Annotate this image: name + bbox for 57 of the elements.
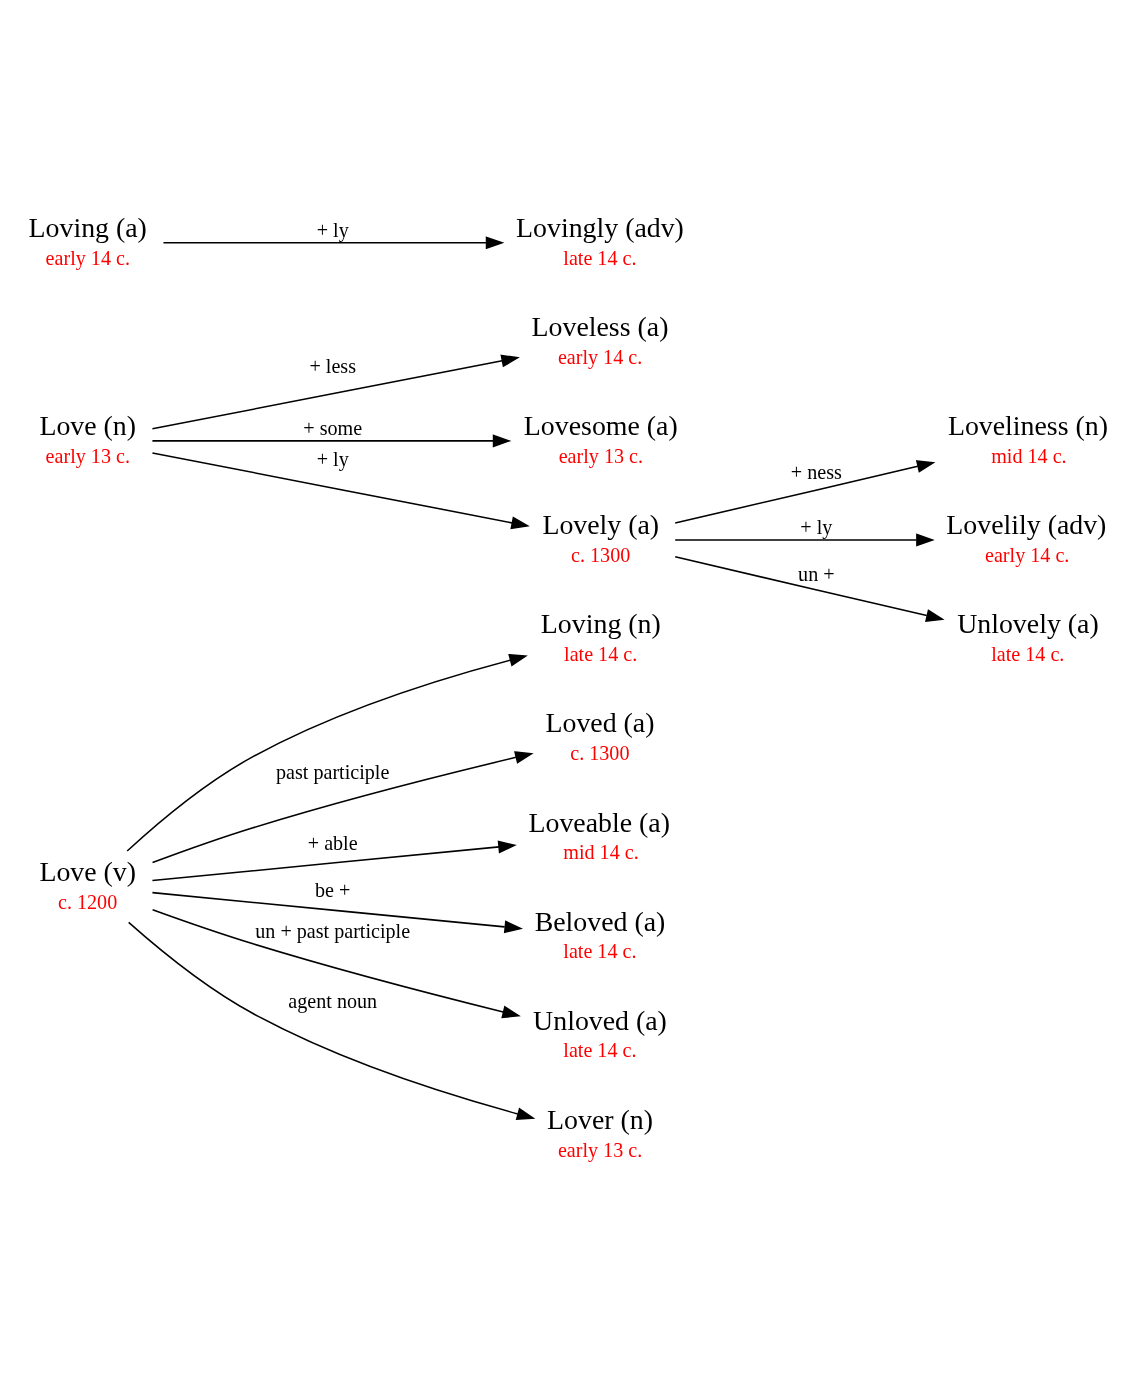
node-text: Loveliness (n) bbox=[947, 409, 1108, 441]
node-text: Lovely (a) bbox=[542, 508, 660, 540]
edge-label: + ly bbox=[316, 447, 349, 470]
node-text: Loved (a) bbox=[545, 706, 655, 738]
arrow bbox=[151, 908, 521, 1018]
node-label: late 14 c. bbox=[563, 939, 637, 962]
arrow bbox=[126, 653, 528, 852]
edge-label: + less bbox=[309, 354, 356, 377]
node-label: late 14 c. bbox=[563, 246, 637, 269]
arrow bbox=[674, 532, 935, 546]
node-label: early 14 c. bbox=[985, 543, 1070, 566]
edge-label: un + bbox=[798, 562, 835, 585]
edge-label: + able bbox=[307, 831, 358, 854]
node-text: Lovesome (a) bbox=[523, 409, 678, 441]
node-label: c. 1300 bbox=[570, 741, 630, 764]
node-label: early 13 c. bbox=[558, 444, 643, 467]
arrow bbox=[674, 459, 936, 524]
node-text: Beloved (a) bbox=[534, 905, 666, 937]
node-label: early 14 c. bbox=[557, 345, 643, 368]
arrow bbox=[674, 555, 945, 622]
node-label: late 14 c. bbox=[564, 642, 638, 665]
edge-label: + ness bbox=[790, 460, 842, 483]
node-label: early 13 c. bbox=[45, 444, 130, 467]
edge-label: be + bbox=[315, 878, 351, 900]
edge-label: + some bbox=[303, 416, 363, 439]
node-text: Loving (n) bbox=[540, 607, 661, 639]
node-text: Loveless (a) bbox=[531, 310, 669, 342]
edge-label: + ly bbox=[800, 515, 833, 538]
node-label: c. 1300 bbox=[571, 543, 631, 566]
node-text: Lovelily (adv) bbox=[946, 508, 1107, 540]
node-label: early 14 c. bbox=[45, 246, 130, 269]
node-text: Loving (a) bbox=[28, 211, 147, 243]
node-text: Lovingly (adv) bbox=[516, 211, 684, 243]
edge-label: past participle bbox=[276, 760, 390, 783]
arrow bbox=[151, 891, 523, 933]
edge-label: + ly bbox=[316, 218, 349, 241]
arrow bbox=[151, 354, 520, 430]
node-label: late 14 c. bbox=[991, 642, 1065, 665]
node-text: Love (v) bbox=[39, 855, 137, 887]
node-text: Love (n) bbox=[39, 409, 137, 441]
arrow bbox=[151, 451, 530, 529]
node-text: Lover (n) bbox=[547, 1103, 653, 1135]
node-text: Unloved (a) bbox=[533, 1004, 667, 1036]
node-label: mid 14 c. bbox=[991, 444, 1067, 467]
edge-label: un + past participle bbox=[255, 919, 411, 942]
node-label: early 13 c. bbox=[557, 1138, 643, 1160]
arrow bbox=[127, 921, 536, 1120]
arrow bbox=[162, 235, 505, 249]
node-text: Unlovely (a) bbox=[957, 607, 1099, 639]
node-text: Loveable (a) bbox=[528, 806, 670, 837]
edge-label: agent noun bbox=[288, 989, 378, 1012]
node-label: mid 14 c. bbox=[563, 840, 639, 863]
node-label: c. 1200 bbox=[58, 890, 118, 913]
node-label: late 14 c. bbox=[563, 1038, 637, 1061]
arrow bbox=[151, 839, 517, 881]
arrow bbox=[151, 433, 512, 447]
arrow bbox=[151, 750, 534, 863]
